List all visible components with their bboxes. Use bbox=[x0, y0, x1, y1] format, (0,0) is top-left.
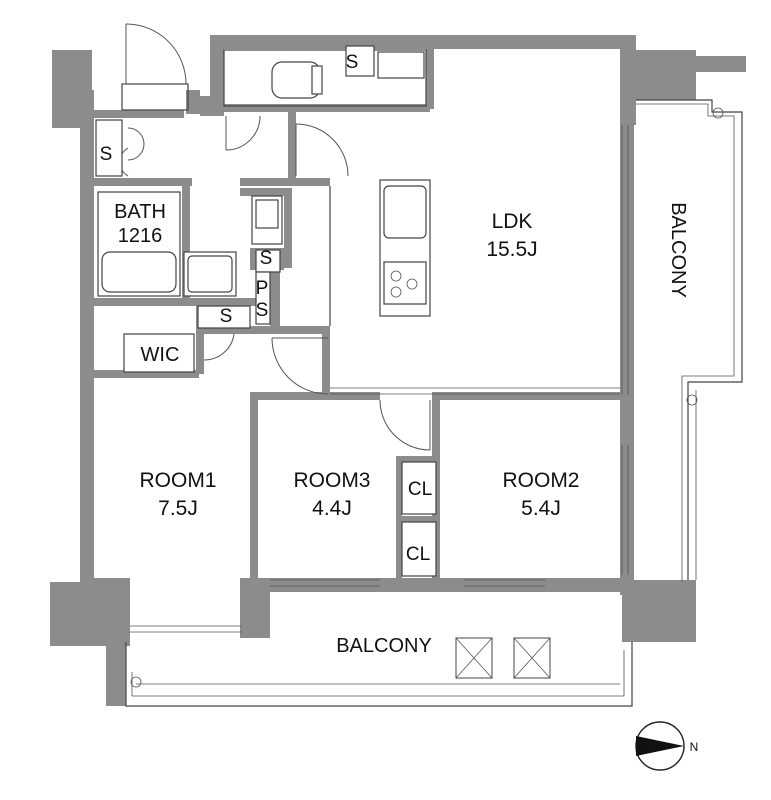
north-label: N bbox=[690, 740, 699, 754]
s-top-label: S bbox=[346, 52, 359, 73]
south-balcony-label: BALCONY bbox=[336, 635, 432, 657]
room-labels: LDK 15.5J ROOM1 7.5J ROOM3 4.4J ROOM2 5.… bbox=[100, 52, 689, 657]
bath-size: 1216 bbox=[118, 225, 163, 247]
compass: N bbox=[635, 721, 699, 771]
room1-size: 7.5J bbox=[158, 497, 198, 520]
north-arrow-icon bbox=[636, 736, 684, 756]
cl-lower-label: CL bbox=[406, 544, 430, 565]
door-swings bbox=[119, 23, 431, 451]
bath-label: BATH bbox=[114, 201, 166, 223]
room2-size: 5.4J bbox=[521, 497, 561, 520]
ldk-label: LDK bbox=[492, 210, 533, 233]
s-mid-label: S bbox=[260, 248, 273, 269]
ldk-size: 15.5J bbox=[486, 238, 537, 261]
s-lower-label: S bbox=[220, 306, 233, 327]
fixtures bbox=[95, 45, 551, 679]
room3-label: ROOM3 bbox=[293, 469, 370, 492]
room1-label: ROOM1 bbox=[139, 469, 216, 492]
thin-lines bbox=[121, 49, 743, 707]
ps-label-s: S bbox=[256, 300, 269, 321]
ps-label-p: P bbox=[256, 278, 269, 299]
wic-label: WIC bbox=[141, 344, 180, 366]
s-left-label: S bbox=[100, 144, 113, 165]
cl-upper-label: CL bbox=[408, 479, 432, 500]
room2-label: ROOM2 bbox=[502, 469, 579, 492]
structural-walls bbox=[50, 35, 746, 706]
room3-size: 4.4J bbox=[312, 497, 352, 520]
east-balcony-label: BALCONY bbox=[667, 202, 689, 298]
